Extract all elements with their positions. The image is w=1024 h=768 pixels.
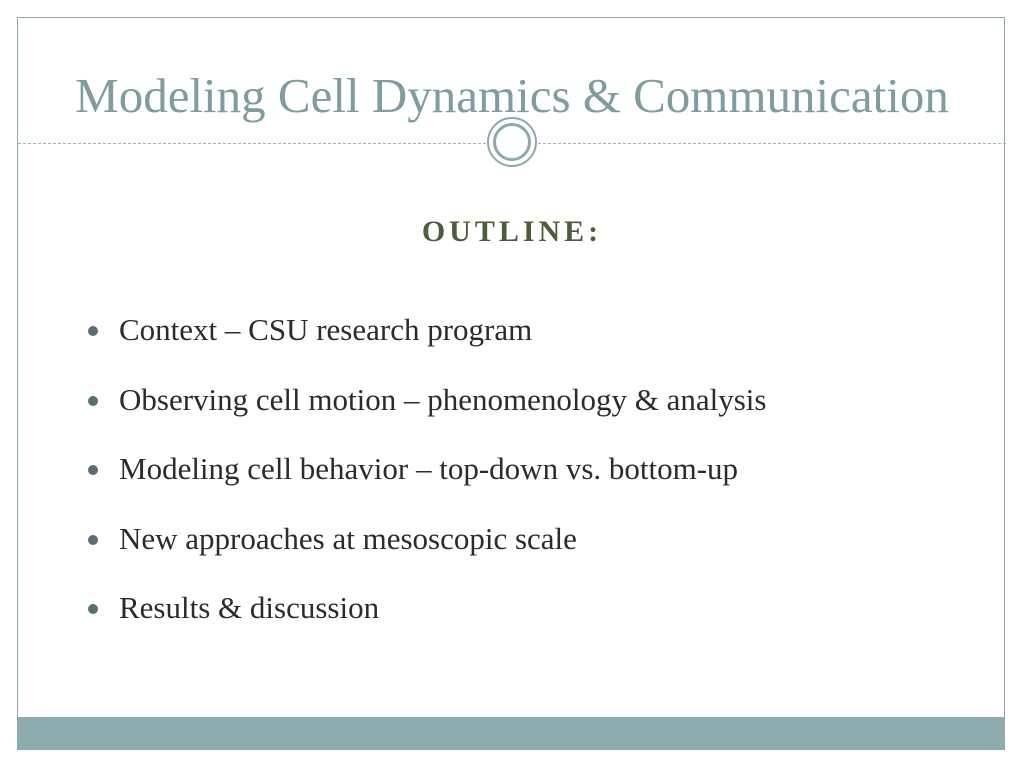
bullet-icon	[88, 395, 98, 406]
list-item-text: Observing cell motion – phenomenology & …	[119, 381, 767, 417]
list-item-text: New approaches at mesoscopic scale	[119, 520, 577, 556]
bullet-icon	[88, 465, 98, 475]
list-item: New approaches at mesoscopic scale	[88, 519, 766, 559]
slide: Modeling Cell Dynamics & Communication O…	[17, 17, 1006, 750]
footer-bar	[17, 717, 1005, 750]
slide-title: Modeling Cell Dynamics & Communication	[75, 68, 949, 123]
outline-list: Context – CSU research program Observing…	[88, 310, 766, 658]
list-item-text: Context – CSU research program	[119, 312, 533, 347]
section-heading: OUTLINE:	[421, 215, 603, 248]
bullet-icon	[88, 534, 98, 545]
ring-ornament-icon	[487, 117, 537, 167]
bullet-icon	[88, 604, 98, 614]
bullet-icon	[88, 326, 98, 336]
list-item: Observing cell motion – phenomenology & …	[88, 380, 766, 420]
list-item: Context – CSU research program	[88, 310, 766, 350]
list-item: Modeling cell behavior – top-down vs. bo…	[88, 449, 766, 489]
list-item-text: Modeling cell behavior – top-down vs. bo…	[119, 451, 739, 486]
list-item-text: Results & discussion	[119, 590, 380, 625]
list-item: Results & discussion	[88, 588, 766, 628]
